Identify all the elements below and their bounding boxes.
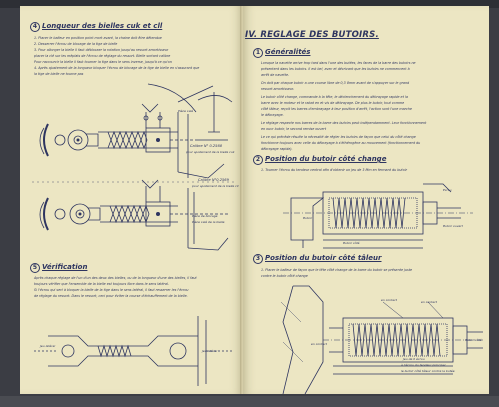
section3-line: 1. Placer le balleur de façon que le têt… [261,268,413,272]
section4-line: 3. Pour allonger la bielle il faut déblo… [34,48,169,52]
s3-label-contre-butee: le butoir côté tâleur contre la butée [401,369,455,373]
section1-line: débrayage rapide). [261,147,293,151]
section1-title: Généralités [265,48,311,56]
s2-label-butoir: Butoir [303,216,313,220]
calibre2-sublabel: pour ajustement de la bielle cll [192,184,239,188]
section5-line: Après chaque réglage de l'un d'un des de… [34,276,197,280]
book-spine [240,6,245,394]
verification-drawing [34,316,233,386]
section1-line: en ouvr butoir, le second remise ouvert [261,127,327,131]
section5-line: Si l'écrou qui sert à bloquer la bielle … [34,288,189,292]
section1-line: On doit par chaque butoir a une course l… [261,81,410,85]
section1-line: Le butoir côté change, commande à la têt… [261,95,408,99]
section1-line: présentent dans les butoirs. Il est bel,… [261,67,410,71]
upper-mechanism-drawing [32,83,234,183]
section2-number: 2 [253,155,263,165]
section5-line: toujours vérifier que l'ensemble de la b… [34,282,169,286]
section4-line: Pour raccourcir la bielle il faut tourne… [34,60,172,64]
section3-number: 3 [253,254,263,264]
s2-label-butoir-cote: Butoir côté [343,241,360,245]
butoir-tâleur-drawing [280,285,485,394]
section1-line: Lorsque la navette arrive trop tard dans… [261,61,416,65]
section5-number: 5 [30,263,40,273]
lower-mechanism-drawing [39,179,229,251]
section5-title: Vérification [42,263,88,271]
section1-line: barre avec le moteur et le rabat en et v… [261,101,405,105]
bottom-left-label: Jeu latéral [40,344,56,348]
section4-line: 1. Placer le balleur en position point m… [34,36,162,40]
section4-number: 4 [30,22,40,32]
section4-line: 4. Après ajustement de la longueur bloqu… [34,66,200,70]
s2-label-butoir-ouvert: Butoir ouvert [443,224,463,228]
section2-title: Position du butoir côté change [265,155,387,163]
side-label-blocage: Pièce de blocage [192,214,218,218]
section1-line: fonctionne toujours avec celle du débray… [261,141,421,145]
section1-line: côté tâleur, reçoit les barres d'embraya… [261,107,412,111]
upper-pièce-label: Pièce calé [178,109,194,113]
bottom-right-label: Jeu latéral [202,349,218,353]
chapter-heading: IV. REGLAGE DES BUTOIRS. [245,30,379,40]
s3-label-contact-2: en contact [421,300,437,304]
s2-label-ecrou: Ecrou [443,188,452,192]
section1-line: ressort amortisseur. [261,87,294,91]
section1-line: le débrayage. [261,113,284,117]
section4-line: la tige de bielle ne tourne pas [34,72,84,76]
section3-title: Position du butoir côté tâleur [265,254,382,262]
background-top [0,0,499,8]
section4-title: Longueur des bielles cuk et cll [42,22,163,30]
section2-line: 1. Tourner l'écrou du tendeur central af… [261,168,407,172]
butoir-change-drawing [283,183,473,249]
section1-number: 1 [253,48,263,58]
calibre1-sublabel: pour ajustement de la bielle cuk [186,150,235,154]
s3-label-tendeur: à l'écrou du tendeur principal [401,363,446,367]
section5-line: de réglage du ressort. Dans le ressort, … [34,294,188,298]
s3-label-jeu: Jeu de 0 écrou [403,357,425,361]
section1-line: Le ce qui précède résulte la nécessité d… [261,135,416,139]
section4-line: placer la clé sur les méplats de l'écrou… [34,54,171,58]
calibre1-label: Calibre N° 0.2568 [190,144,223,148]
s3-label-contact-3: en contact [311,342,327,346]
background-bottom [0,396,499,407]
section1-line: arrêt de navette. [261,73,290,77]
section4-line: 2. Desserrer l'écrou de blocage de la ti… [34,42,118,46]
calibre2-label: Calibre N°0.2569 [198,178,229,182]
section3-line: contre le butoir côté change [261,274,308,278]
section1-line: Le réglage respecte nos barres de la bar… [261,121,427,125]
side-label-pièce: Pièce calé de la bielle [192,220,225,224]
s3-label-contact-1: en contact [381,298,397,302]
s3-label-butoir-cote: Butoir côté [465,338,482,342]
